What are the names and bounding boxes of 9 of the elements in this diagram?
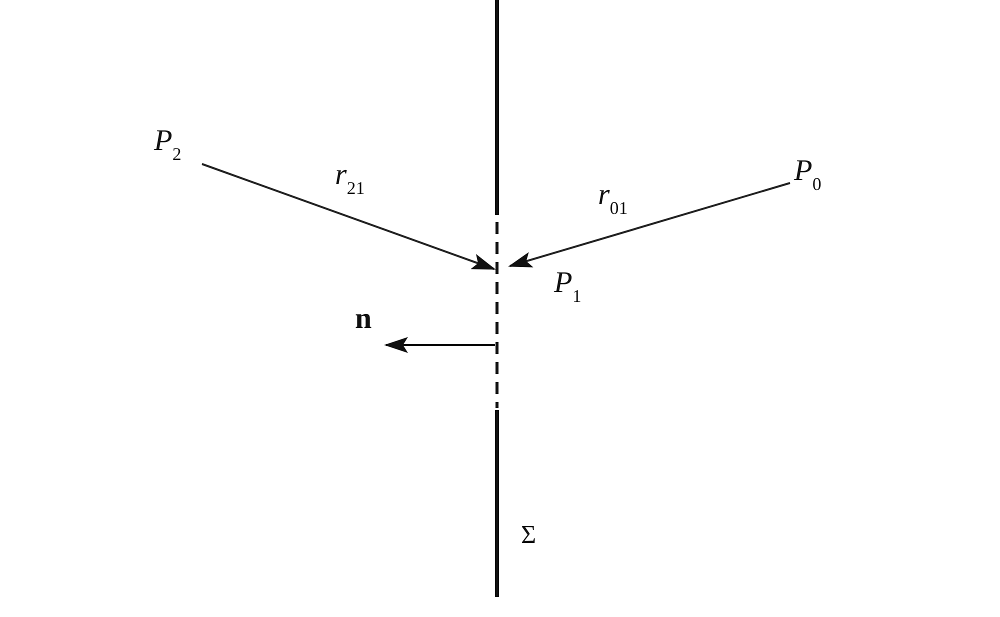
edge-label: r$_{21}$ — [335, 160, 365, 197]
point-label: P$_{0}$ — [794, 156, 822, 193]
point-label: P$_{2}$ — [154, 126, 182, 163]
arrow — [508, 182, 790, 268]
point-label: P$_{1}$ — [554, 268, 582, 305]
surface-label: Σ — [521, 522, 536, 548]
edge-label: r$_{01}$ — [598, 180, 628, 217]
arrow — [202, 163, 496, 270]
normal-vector-label: n — [355, 304, 372, 334]
